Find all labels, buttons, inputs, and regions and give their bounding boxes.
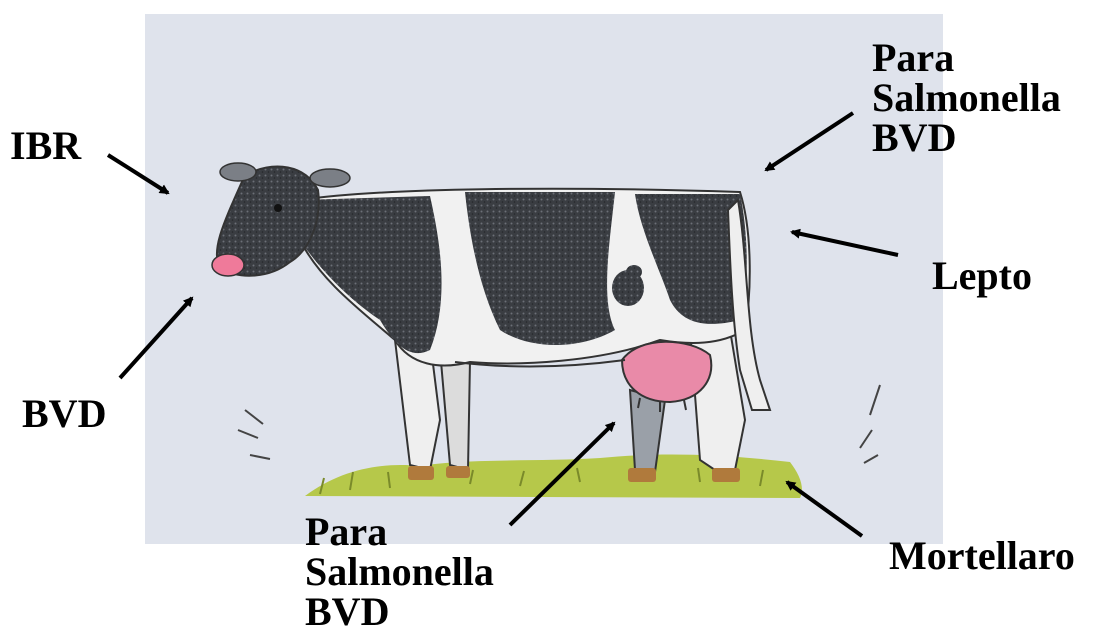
label-top-right-line: Salmonella <box>872 78 1061 118</box>
label-bottom-center-line: BVD <box>305 592 494 632</box>
label-bottom-center-line: Para <box>305 512 494 552</box>
hoof <box>712 468 740 482</box>
label-lepto: Lepto <box>932 256 1032 296</box>
hoof <box>628 468 656 482</box>
label-bottom-center: Para Salmonella BVD <box>305 512 494 632</box>
label-top-right-line: BVD <box>872 118 1061 158</box>
eye <box>274 204 282 212</box>
ear <box>310 169 350 187</box>
label-top-right-line: Para <box>872 38 1061 78</box>
nose <box>212 254 244 276</box>
black-spot <box>626 265 642 279</box>
label-bottom-center-line: Salmonella <box>305 552 494 592</box>
hoof <box>446 466 470 478</box>
ear <box>220 163 256 181</box>
label-bvd-left: BVD <box>22 394 106 434</box>
hoof <box>408 466 434 480</box>
label-mortellaro: Mortellaro <box>889 536 1075 576</box>
label-top-right: Para Salmonella BVD <box>872 38 1061 158</box>
label-ibr: IBR <box>10 126 81 166</box>
